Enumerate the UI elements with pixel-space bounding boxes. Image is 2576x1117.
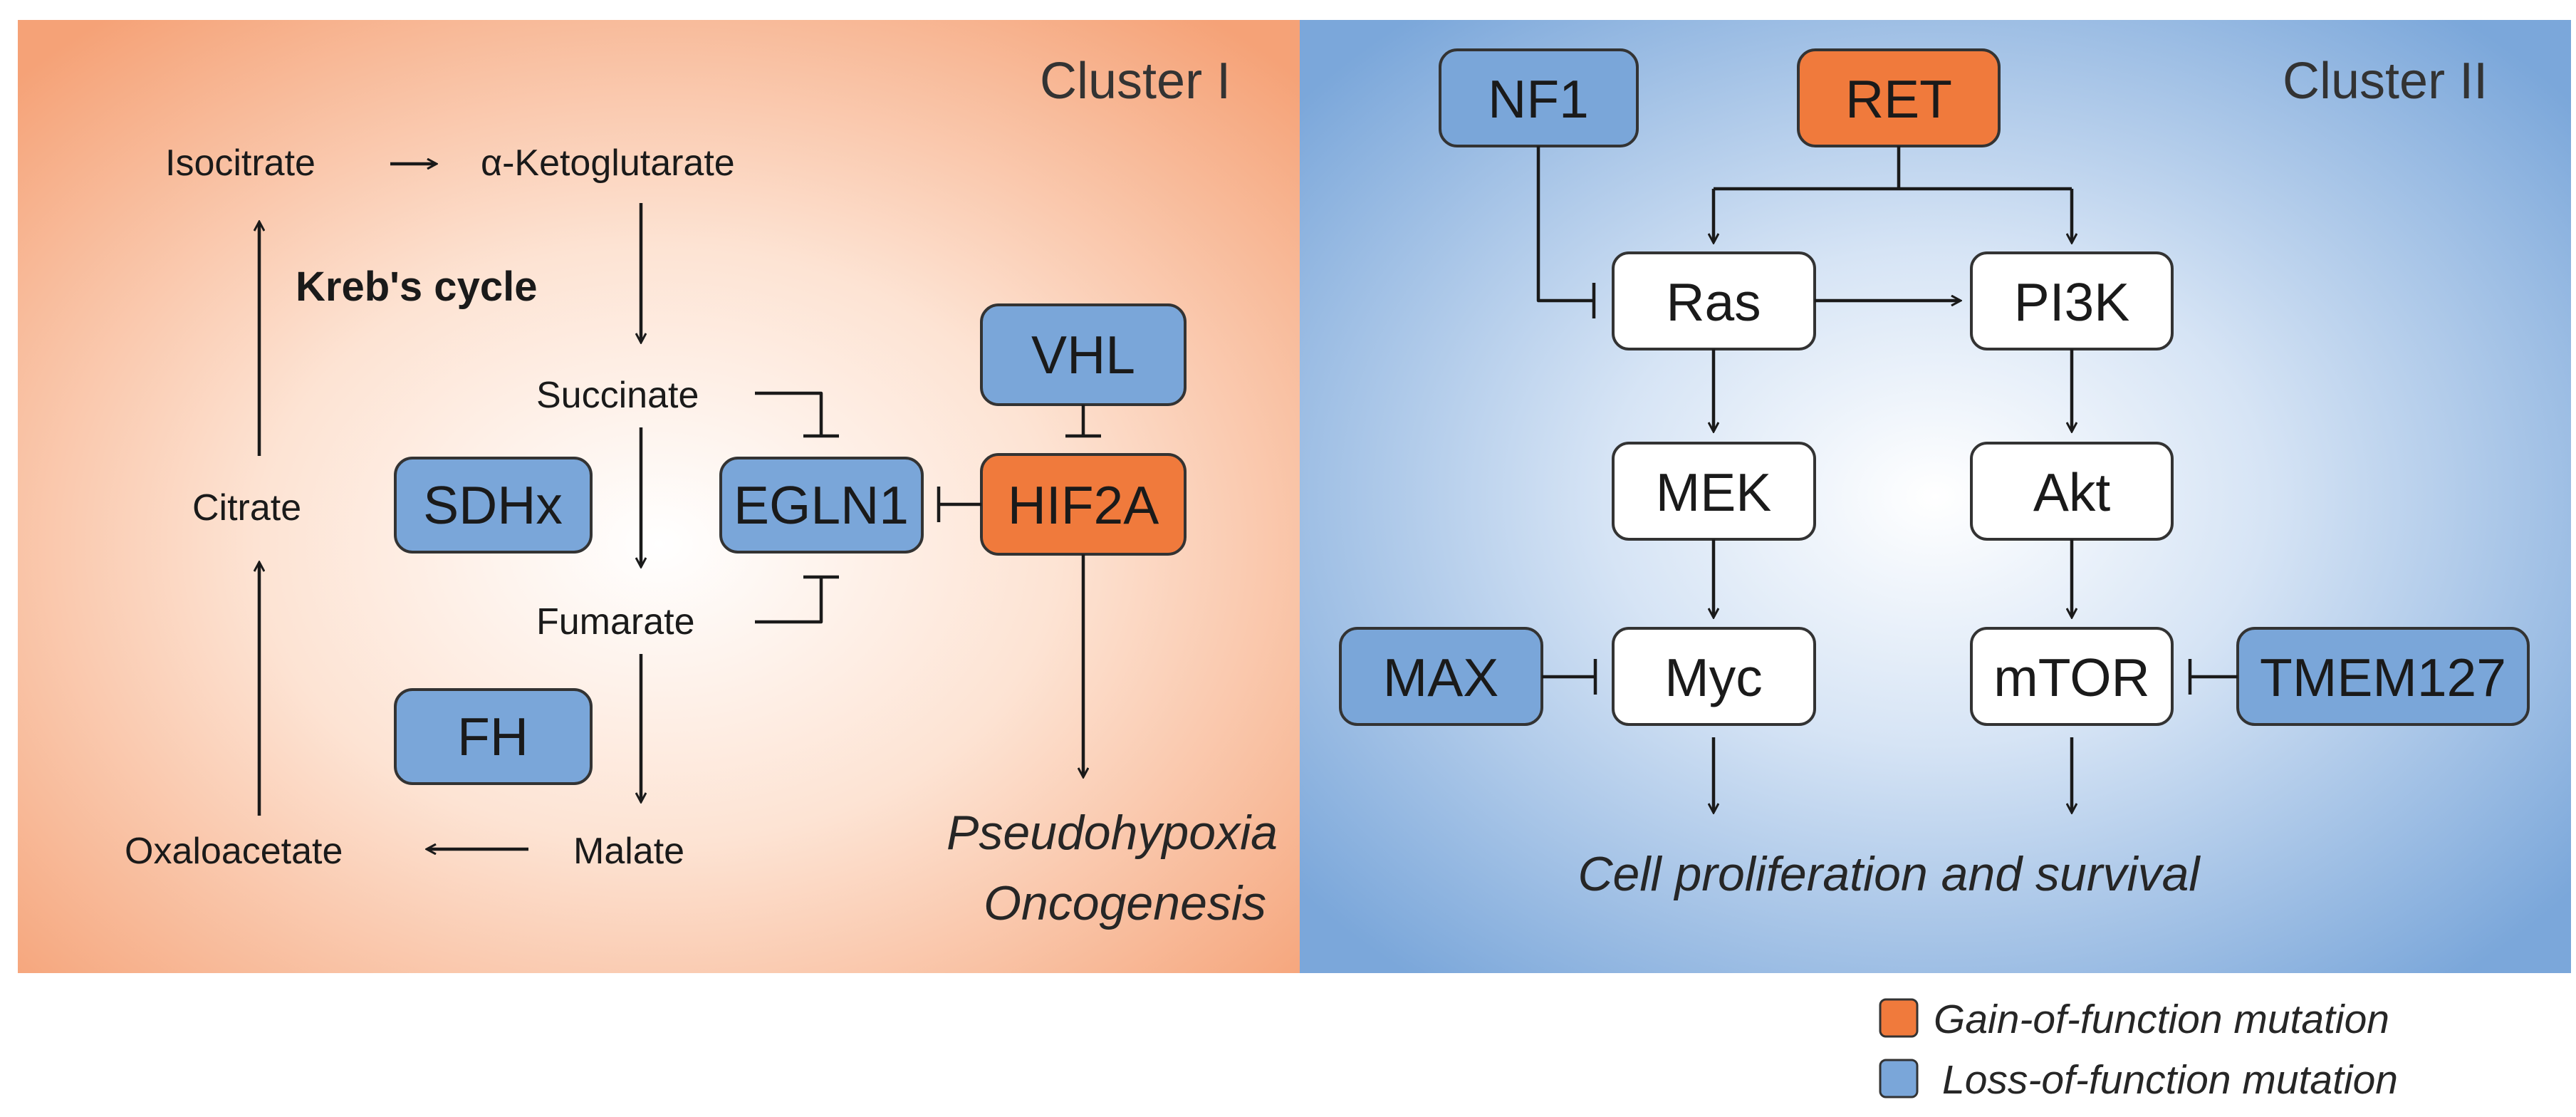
ret-label: RET (1845, 69, 1952, 129)
legend-loss-label: Loss-of-function mutation (1942, 1057, 2398, 1103)
fumarate-label: Fumarate (536, 601, 695, 643)
cluster-two-title: Cluster II (2283, 53, 2488, 110)
krebs-title: Kreb's cycle (296, 264, 537, 310)
egln1-box (719, 457, 924, 554)
fh-label: FH (457, 707, 528, 767)
akt-label: Akt (2033, 462, 2111, 522)
pi3k-label: PI3K (2014, 272, 2130, 332)
legend-gain-label: Gain-of-function mutation (1934, 997, 2389, 1042)
pseudohypoxia-label: Pseudohypoxia (947, 806, 1278, 860)
tmem127-label: TMEM127 (2260, 648, 2506, 707)
inhibit-fumarate-egln1 (755, 577, 823, 624)
hif2a-label: HIF2A (1008, 475, 1159, 535)
fh-box (394, 688, 593, 785)
myc-label: Myc (1664, 648, 1762, 707)
cluster-one-title: Cluster I (1040, 53, 1231, 110)
mek-label: MEK (1656, 462, 1772, 522)
cluster-two-panel (1300, 20, 2571, 973)
nf1-label: NF1 (1488, 69, 1589, 129)
sdhx-label: SDHx (423, 475, 563, 535)
oncogenesis-label: Oncogenesis (984, 876, 1266, 930)
ras-label: Ras (1666, 272, 1761, 332)
sdhx-box (394, 457, 593, 554)
alpha-kg-label: α-Ketoglutarate (481, 142, 735, 184)
vhl-label: VHL (1031, 325, 1135, 385)
cell-proliferation-label: Cell proliferation and survival (1578, 847, 2201, 901)
myc-box (1612, 627, 1816, 726)
max-label: MAX (1383, 648, 1499, 707)
citrate-label: Citrate (192, 487, 301, 529)
succinate-label: Succinate (536, 375, 699, 416)
legend-gain-swatch (1879, 998, 1919, 1038)
mtor-box (1970, 627, 2174, 726)
mtor-label: mTOR (1993, 648, 2149, 707)
inhibit-succinate-egln1 (755, 391, 823, 436)
malate-label: Malate (573, 831, 684, 872)
legend-loss-swatch (1879, 1059, 1919, 1098)
isocitrate-label: Isocitrate (165, 142, 316, 184)
oxaloacetate-label: Oxaloacetate (125, 831, 343, 872)
egln1-label: EGLN1 (734, 475, 909, 535)
inhibit-nf1-ras (1536, 146, 1594, 303)
